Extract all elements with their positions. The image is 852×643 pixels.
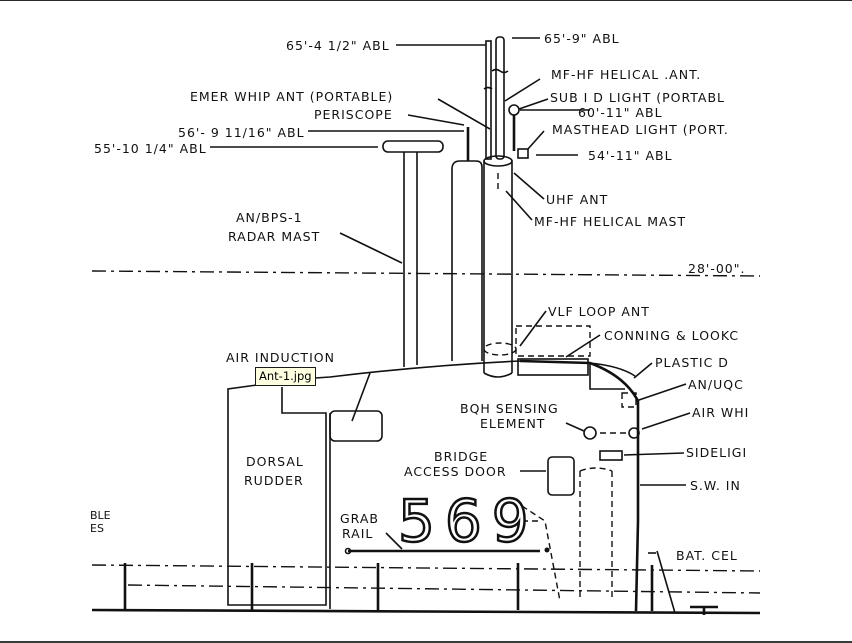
label-uhf-ant: UHF ANT [546, 192, 608, 207]
bridge-access-door [547, 456, 575, 496]
label-vlf-loop-ant: VLF LOOP ANT [548, 304, 650, 319]
filename-tooltip: Ant-1.jpg [255, 367, 316, 386]
label-bqh-2: ELEMENT [480, 416, 545, 431]
label-air-induction: AIR INDUCTION [226, 350, 335, 365]
label-bat-cel: BAT. CEL [676, 548, 738, 563]
label-masthead-light: MASTHEAD LIGHT (PORT. [552, 122, 729, 137]
label-radar-mast-1: AN/BPS-1 [236, 210, 303, 225]
label-dorsal-2: RUDDER [244, 473, 304, 488]
window-bottom-border [0, 641, 852, 643]
hull-number: 569 [398, 487, 539, 555]
lights [508, 104, 529, 159]
label-grab-2: RAIL [342, 526, 373, 541]
label-waterline: 28'-00". [688, 261, 745, 276]
window-top-border [0, 0, 852, 1]
label-periscope: PERISCOPE [314, 107, 393, 122]
label-masthead-light-height: 54'-11" ABL [588, 148, 673, 163]
radar-mast [382, 140, 444, 367]
label-periscope-height: 56'- 9 11/16" ABL [178, 125, 305, 140]
label-an-uqc: AN/UQC [688, 377, 744, 392]
label-bqh-1: BQH SENSING [460, 401, 559, 416]
label-plastic: PLASTIC D [655, 355, 729, 370]
label-dorsal-1: DORSAL [246, 454, 304, 469]
mf-hf-helical-mast [483, 36, 517, 378]
air-induction-box [329, 410, 383, 442]
label-sub-id-light-height: 60'-11" ABL [578, 105, 663, 120]
label-emer-whip-ant: EMER WHIP ANT (PORTABLE) [190, 89, 393, 104]
label-mf-hf-helical-ant: MF-HF HELICAL .ANT. [551, 67, 701, 82]
label-mast-top-left: 65'-4 1/2" ABL [286, 38, 390, 53]
label-air-whi: AIR WHI [692, 405, 749, 420]
label-conning: CONNING & LOOKC [604, 328, 739, 343]
label-mf-hf-helical-mast: MF-HF HELICAL MAST [534, 214, 686, 229]
label-bridge-1: BRIDGE [434, 449, 488, 464]
label-mast-top-right: 65'-9" ABL [544, 31, 620, 46]
dorsal-rudder [227, 387, 331, 609]
periscope-housing [451, 127, 483, 361]
label-grab-1: GRAB [340, 511, 379, 526]
label-radar-mast-2: RADAR MAST [228, 229, 320, 244]
label-radar-height: 55'-10 1/4" ABL [94, 141, 207, 156]
leader-lines [210, 37, 691, 554]
label-cut-left-1: BLE [90, 509, 111, 522]
label-sideligh: SIDELIGI [686, 445, 747, 460]
label-sw-int: S.W. IN [690, 478, 741, 493]
label-bridge-2: ACCESS DOOR [404, 464, 507, 479]
label-sub-id-light: SUB I D LIGHT (PORTABL [550, 90, 725, 105]
label-cut-left-2: ES [90, 522, 104, 535]
